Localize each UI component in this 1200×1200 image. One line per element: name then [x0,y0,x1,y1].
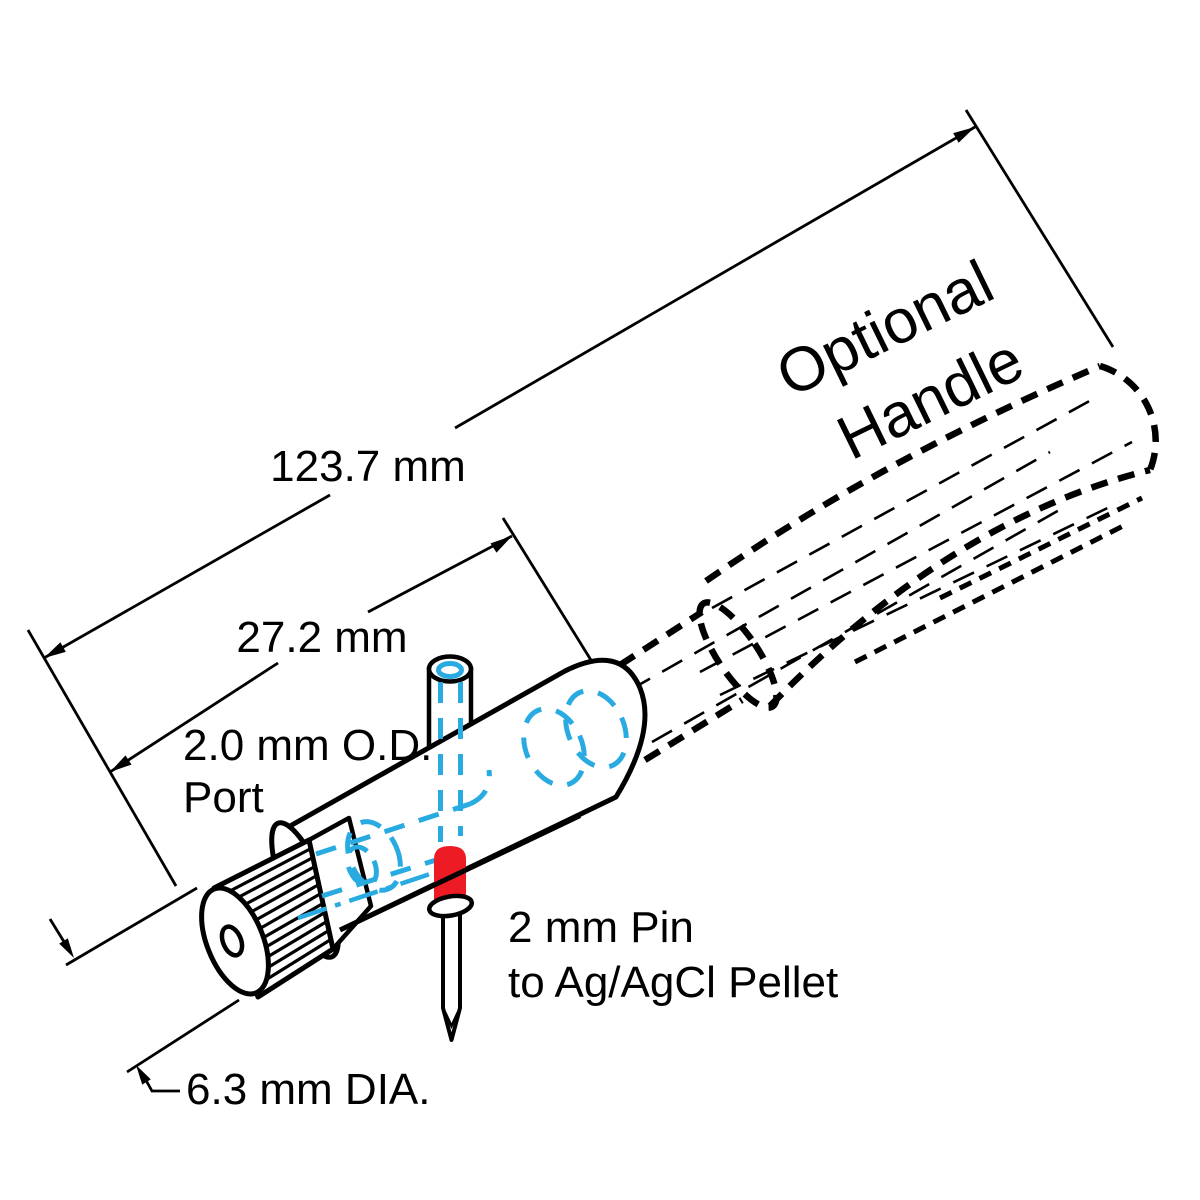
optional-handle [618,362,1159,763]
pin-label-line1: 2 mm Pin [508,903,694,952]
body-dim-line-right [367,534,513,614]
extension-line-body-end [501,517,596,666]
body-length-label: 27.2 mm [236,613,407,662]
pin-exit-collar [427,893,474,919]
cap-center-hole [219,924,245,958]
cap-dim-arrow-bottom [136,1065,151,1085]
knurl-ridges [217,847,331,989]
right-bore-ellipse-front [563,688,629,770]
knurled-cap [199,837,336,1000]
right-bore-ellipse-rear [521,706,587,788]
dimension-lines [26,109,1115,1093]
pin-shaft [441,906,462,1042]
handle-inner-line-2 [699,440,1133,674]
extension-line-cap-top [65,886,198,967]
handle-bottom-edge [767,466,1151,709]
extension-line-left [26,629,178,887]
cap-diameter-label: 6.3 mm DIA. [186,1065,431,1114]
handle-end-cap [1099,362,1159,472]
shaft-taper-line-1 [629,450,1051,692]
extension-line-cap-bottom [126,998,240,1074]
extension-line-handle-end [964,109,1115,348]
overall-dim-line-right [454,125,976,430]
handle-seam-line-1 [938,495,1144,601]
internal-channels [297,661,629,921]
body-dim-arrow-left [110,755,132,772]
overall-dim-arrow-right [953,127,975,143]
channel-lower-wall [321,857,437,899]
handle-inner-line-3 [719,500,1121,697]
port-label-line1: 2.0 mm O.D. [183,721,432,770]
body-dim-line-left [109,661,279,774]
handle-top-edge [704,363,1102,584]
holder-body [280,657,648,946]
shaft-hidden-top-edge [618,609,704,668]
body-dim-arrow-right [490,536,512,553]
shaft-hidden-bottom-edge [643,697,744,763]
channel-upper-wall [315,801,471,857]
overall-dim-arrow-left [44,642,66,658]
channel-centerline [297,865,449,921]
port-label-line2: Port [183,773,264,822]
pin-assembly [338,813,582,1042]
overall-length-label: 123.7 mm [270,442,466,491]
cap-dim-arrow-top [59,938,74,958]
pin-label-line2: to Ag/AgCl Pellet [508,958,838,1007]
body-bottom-edge-overlay [338,813,582,933]
cap-dim-arrow-top-tail [48,918,68,946]
overall-dim-line-left [43,493,331,660]
handle-seam-line-2 [853,522,1127,665]
port-bore-top-rim [436,661,464,679]
channel-elbow [468,769,492,807]
pin-tip-chevron [443,1011,460,1030]
left-bore-inner-ellipse [345,844,379,888]
optional-handle-label: Optional Handle [766,247,1034,473]
